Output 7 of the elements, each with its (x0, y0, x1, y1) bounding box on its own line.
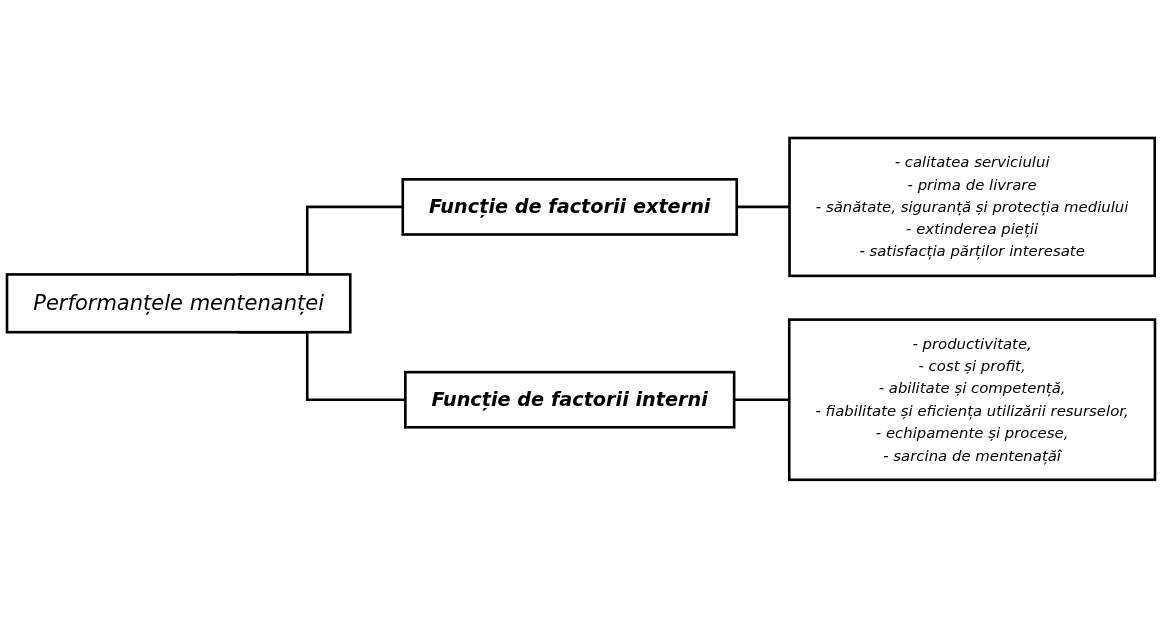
node-box: - calitatea serviciului - prima de livrare - sănătate, siguranță și protecția mediului - extinderea pieții - satisfacția părților interesate (788, 136, 1157, 277)
node-box: Funcție de factorii externi (401, 177, 739, 236)
connector (736, 205, 790, 208)
node-box: - productivitate, - cost și profit, - abilitate și competență, - fiabilitate și eficiența utilizării resurselor, - echipamente și procese, - sarcina de mentenațăî (787, 317, 1157, 481)
node-box: Funcție de factorii interni (404, 370, 736, 429)
node-box: Performanțele mentenanței (5, 272, 352, 334)
connector (734, 398, 790, 401)
